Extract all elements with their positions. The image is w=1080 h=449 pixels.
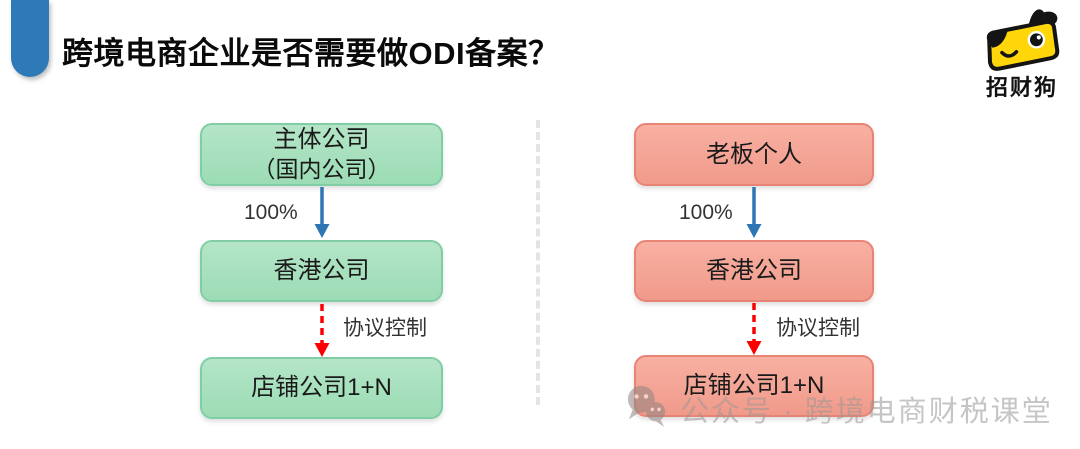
control-arrow-left	[312, 304, 332, 363]
watermark-text: 公众号 · 跨境电商财税课堂	[680, 395, 1053, 428]
node-label: 店铺公司1+N	[251, 374, 392, 401]
node-shop-companies-left: 店铺公司1+N	[200, 357, 443, 419]
ownership-arrow-left	[312, 187, 332, 244]
control-arrow-right	[744, 303, 764, 361]
node-label: 店铺公司1+N	[683, 372, 825, 399]
brand-logo: 招财狗	[972, 6, 1072, 102]
node-boss-individual: 老板个人	[634, 123, 874, 186]
node-hk-company-right: 香港公司	[634, 240, 874, 302]
node-parent-company: 主体公司 （国内公司）	[200, 123, 443, 186]
column-divider	[536, 120, 540, 405]
node-label: 香港公司	[706, 257, 802, 284]
page-title: 跨境电商企业是否需要做ODI备案？	[62, 36, 560, 71]
brand-name: 招财狗	[985, 75, 1058, 100]
node-sublabel: （国内公司）	[252, 156, 391, 183]
node-shop-companies-right: 店铺公司1+N	[634, 355, 874, 417]
wechat-icon	[624, 384, 670, 433]
control-label-right: 协议控制	[776, 317, 860, 340]
node-label: 香港公司	[273, 257, 370, 284]
watermark: 公众号 · 跨境电商财税课堂	[624, 384, 1053, 433]
dog-mascot-icon	[972, 6, 1072, 72]
ownership-label-left: 100%	[244, 201, 298, 224]
node-label: 老板个人	[706, 140, 802, 168]
node-label: 主体公司	[273, 126, 370, 154]
ownership-arrow-right	[744, 187, 764, 244]
control-label-left: 协议控制	[343, 317, 427, 340]
ownership-label-right: 100%	[679, 201, 733, 224]
node-hk-company-left: 香港公司	[200, 240, 443, 302]
title-accent-bar	[11, 0, 49, 77]
